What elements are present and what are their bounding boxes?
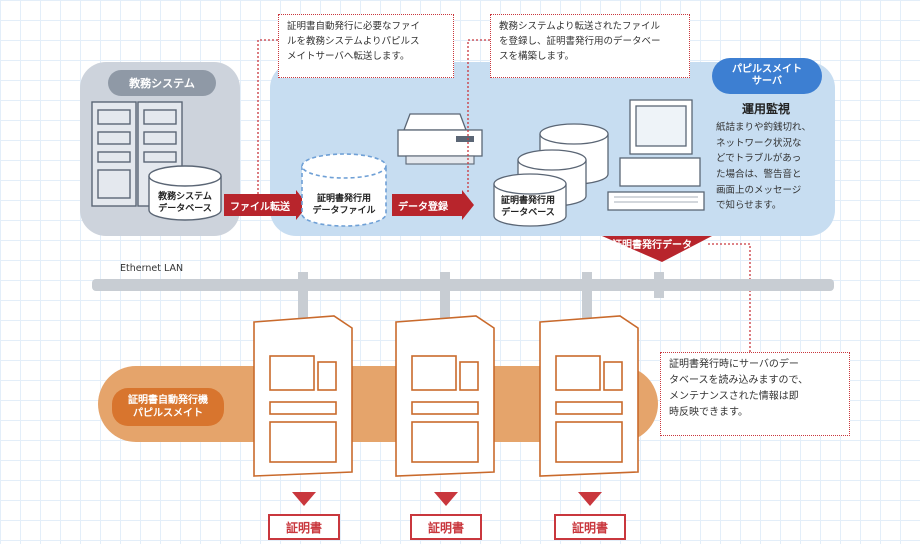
kyomu-database-label: 教務システム データベース bbox=[146, 192, 224, 215]
kyomu-database-icon bbox=[148, 165, 222, 221]
lan-drop bbox=[298, 290, 308, 318]
kiosk-label-1: 証明書自動発行機 bbox=[128, 395, 208, 406]
callout-line: スを構築します。 bbox=[499, 51, 575, 63]
kyomu-db-label-1: 教務システム bbox=[158, 192, 212, 202]
ops-line: 紙詰まりや釣銭切れ、 bbox=[716, 122, 812, 133]
callout-line: 証明書発行時にサーバのデー bbox=[669, 359, 799, 370]
lan-drop bbox=[440, 290, 450, 318]
kyomu-system-label: 教務システム bbox=[108, 70, 216, 96]
callout-data-register: 教務システムより転送されたファイル を登録し、証明書発行用のデータベー スを構築… bbox=[490, 14, 690, 78]
printer-icon bbox=[397, 113, 483, 165]
kiosk-machine-icon bbox=[539, 315, 639, 477]
callout-line: を登録し、証明書発行用のデータベー bbox=[499, 36, 661, 48]
output-arrow bbox=[292, 492, 316, 506]
callout-line: タベースを読み込みますので、 bbox=[669, 375, 809, 386]
kiosk-label: 証明書自動発行機 パピルスメイト bbox=[112, 388, 224, 426]
computer-icon bbox=[607, 99, 705, 211]
ops-description: 紙詰まりや釣銭切れ、 ネットワーク状況な どでトラブルがあっ た場合は、警告音と… bbox=[716, 120, 828, 214]
kiosk-label-2: パピルスメイト bbox=[133, 408, 203, 419]
lan-node bbox=[582, 272, 592, 298]
server-db-label-1: 証明書発行用 bbox=[500, 196, 555, 206]
callout-line: メイトサーバへ転送します。 bbox=[287, 51, 410, 63]
kiosk-machine-icon bbox=[253, 315, 353, 477]
server-database-icon bbox=[493, 123, 609, 227]
callout-line: メンテナンスされた情報は即 bbox=[669, 391, 799, 402]
certificate-output: 証明書 bbox=[410, 514, 482, 540]
server-label-line-2: サーバ bbox=[752, 76, 782, 87]
callout-line: 時反映できます。 bbox=[669, 407, 748, 418]
data-register-arrow: データ登録 bbox=[392, 190, 474, 220]
kyomu-db-label-2: データベース bbox=[158, 203, 212, 214]
server-database-label: 証明書発行用 データベース bbox=[492, 196, 564, 219]
cert-data-label: 証明書発行データ bbox=[612, 240, 692, 251]
callout-line: 教務システムより転送されたファイル bbox=[499, 21, 661, 32]
output-arrow bbox=[434, 492, 458, 506]
server-label-line-1: パピルスメイト bbox=[732, 64, 802, 75]
papyrus-server-label: パピルスメイト サーバ bbox=[712, 58, 822, 94]
lan-node bbox=[298, 272, 308, 298]
certificate-output: 証明書 bbox=[268, 514, 340, 540]
ops-line: 画面上のメッセージ bbox=[716, 184, 802, 196]
data-file-label-1: 証明書発行用 bbox=[316, 194, 371, 204]
callout-line: ルを教務システムよりパピルス bbox=[287, 36, 420, 48]
ops-line: で知らせます。 bbox=[716, 200, 782, 212]
callout-realtime: 証明書発行時にサーバのデー タベースを読み込みますので、 メンテナンスされた情報… bbox=[660, 352, 850, 436]
data-register-label: データ登録 bbox=[398, 201, 448, 213]
lan-node bbox=[654, 272, 664, 298]
data-file-label-2: データファイル bbox=[312, 205, 376, 216]
ops-line: た場合は、警告音と bbox=[716, 169, 802, 181]
callout-file-transfer: 証明書自動発行に必要なファイ ルを教務システムよりパピルス メイトサーバへ転送し… bbox=[278, 14, 454, 78]
callout-line: 証明書自動発行に必要なファイ bbox=[287, 21, 421, 32]
ops-line: ネットワーク状況な bbox=[716, 137, 802, 149]
server-db-label-2: データベース bbox=[501, 207, 555, 218]
cert-data-arrow bbox=[602, 236, 712, 262]
ops-heading: 運用監視 bbox=[742, 102, 791, 116]
lan-node bbox=[440, 272, 450, 298]
output-arrow bbox=[578, 492, 602, 506]
certificate-output: 証明書 bbox=[554, 514, 626, 540]
ops-line: どでトラブルがあっ bbox=[716, 153, 802, 165]
data-file-label: 証明書発行用 データファイル bbox=[298, 194, 390, 217]
kiosk-machine-icon bbox=[395, 315, 495, 477]
ethernet-lan-bus bbox=[92, 279, 834, 291]
ethernet-lan-label: Ethernet LAN bbox=[120, 263, 184, 274]
data-file-icon bbox=[301, 153, 387, 227]
lan-drop bbox=[582, 290, 592, 318]
file-transfer-label: ファイル転送 bbox=[230, 201, 290, 213]
